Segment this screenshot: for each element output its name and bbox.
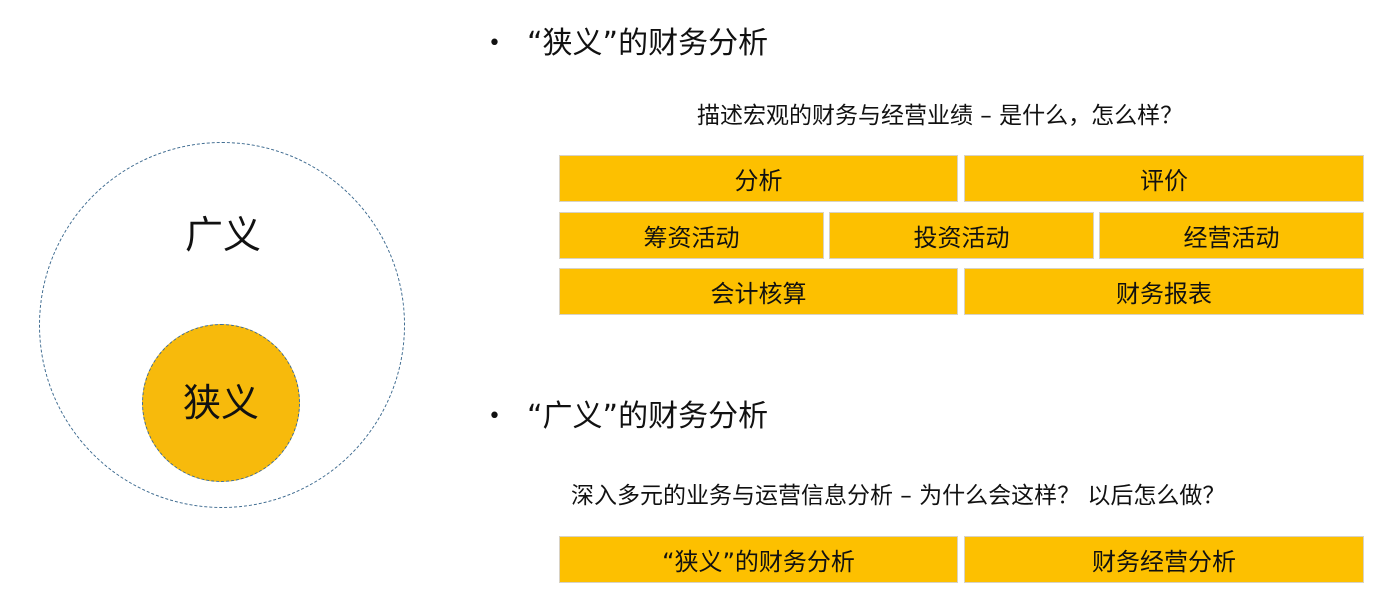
inner-circle-label: 狭义 xyxy=(182,381,259,425)
section-narrow-subtitle: 描述宏观的财务与经营业绩 – 是什么，怎么样？ xyxy=(697,103,1184,129)
box-accounting: 会计核算 xyxy=(559,268,958,315)
section-broad-title: “广义”的财务分析 xyxy=(526,399,769,434)
inner-circle-narrow: 狭义 xyxy=(142,324,300,482)
box-operating-activities: 经营活动 xyxy=(1099,212,1364,259)
section-broad-subtitle: 深入多元的业务与运营信息分析 – 为什么会这样？ 以后怎么做？ xyxy=(571,483,1226,509)
box-narrow-financial-analysis: “狭义”的财务分析 xyxy=(559,536,958,583)
box-evaluation: 评价 xyxy=(964,155,1364,202)
box-financial-statements: 财务报表 xyxy=(964,268,1364,315)
outer-circle-label: 广义 xyxy=(184,213,261,257)
section-narrow-heading: • “狭义”的财务分析 xyxy=(488,24,768,64)
box-investing-activities: 投资活动 xyxy=(829,212,1094,259)
box-analysis: 分析 xyxy=(559,155,958,202)
bullet-icon: • xyxy=(488,404,501,429)
section-broad-heading: • “广义”的财务分析 xyxy=(488,397,768,437)
outer-circle-broad xyxy=(39,142,405,508)
bullet-icon: • xyxy=(488,31,501,56)
box-financing-activities: 筹资活动 xyxy=(559,212,824,259)
box-financial-operating-analysis: 财务经营分析 xyxy=(964,536,1364,583)
section-narrow-title: “狭义”的财务分析 xyxy=(526,26,769,61)
